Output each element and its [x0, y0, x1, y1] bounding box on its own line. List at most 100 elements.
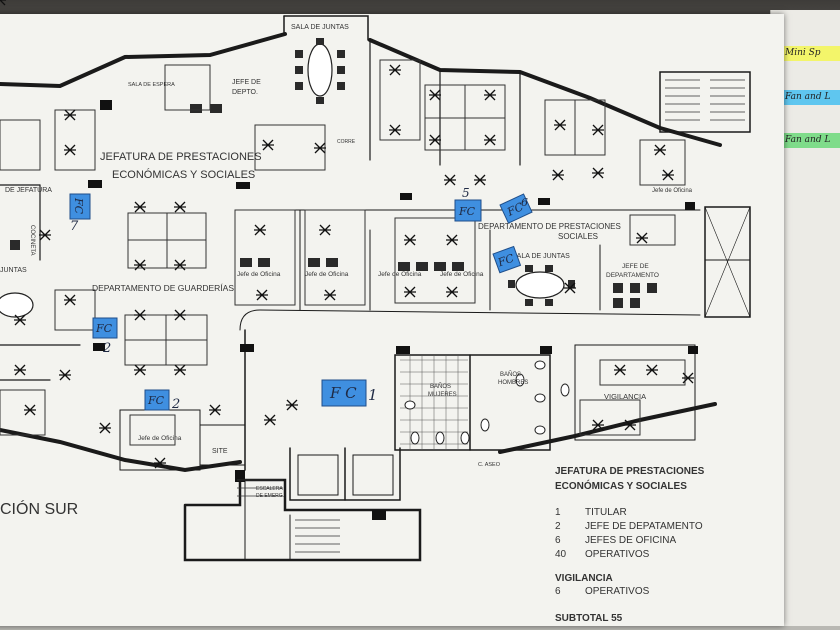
fc-tag-6: FC: [499, 193, 533, 224]
legend-vigilancia-title: VIGILANCIA: [555, 573, 613, 584]
chair-symbol: [134, 201, 146, 213]
workstations: [0, 59, 686, 446]
label-banos-hombres-1: BAÑOS: [500, 371, 521, 378]
chair-symbol: [174, 259, 186, 271]
svg-text:FC: FC: [495, 251, 516, 269]
label-main-area-2: ECONÓMICAS Y SOCIALES: [112, 168, 255, 181]
chair-symbol: [262, 139, 274, 151]
floor-plan-sheet: [0, 14, 784, 626]
label-sala-juntas-top: SALA DE JUNTAS: [291, 24, 349, 31]
chair-symbol: [14, 364, 26, 376]
label-escalera-2: DE EMERG.: [256, 493, 284, 499]
label-jefe-oficina-3: Jefe de Oficina: [378, 271, 422, 278]
fc-tags: FC 7 FC 2 FC 2 F C 1 FC 5: [69, 186, 533, 412]
chair-symbol: [314, 142, 326, 154]
chair-symbol: [64, 109, 76, 121]
legend-row-num-2: 2: [555, 521, 561, 532]
legend-row-text-4: OPERATIVOS: [585, 549, 650, 560]
columns: [88, 100, 698, 520]
chair-symbol: [134, 364, 146, 376]
chair-symbol: [554, 119, 566, 131]
chair-symbol: [389, 124, 401, 136]
label-vigilancia-room: VIGILANCIA: [604, 392, 646, 401]
chair-symbol: [624, 419, 636, 431]
fc-number-3: 2: [102, 341, 111, 356]
legend-title-1: JEFATURA DE PRESTACIONES: [555, 466, 705, 477]
svg-text:FC: FC: [458, 205, 476, 218]
chair-symbol: [404, 286, 416, 298]
fc-tag-sala: FC: [492, 245, 522, 274]
chair-symbol: [446, 286, 458, 298]
chair-symbol: [154, 457, 166, 469]
legend-row-num-3: 6: [555, 535, 561, 546]
chair-symbol: [264, 414, 276, 426]
label-banos-hombres-2: HOMBRES: [498, 380, 528, 386]
chair-symbol: [134, 309, 146, 321]
chair-symbol: [324, 289, 336, 301]
fc-tag-1: F C: [321, 379, 367, 407]
chair-symbol: [484, 89, 496, 101]
chair-symbol: [319, 224, 331, 236]
label-site: SITE: [212, 448, 228, 455]
label-jefe-oficina-1: Jefe de Oficina: [237, 271, 281, 278]
label-aseo: C. ASEO: [478, 462, 501, 468]
legend-subtotal: SUBTOTAL 55: [555, 613, 623, 624]
chair-symbol: [592, 167, 604, 179]
legend-row-num-1: 1: [555, 507, 561, 518]
fc-number-5: 5: [462, 186, 470, 200]
label-jefe-departamento-2: DEPARTAMENTO: [606, 272, 659, 279]
label-jefe-depto-2: DEPTO.: [232, 89, 258, 96]
label-jefe-oficina-5: Jefe de Oficina: [652, 188, 693, 194]
chair-symbol: [636, 232, 648, 244]
chair-symbol: [39, 229, 51, 241]
sheet-title-fragment: CIÓN SUR: [0, 499, 78, 518]
label-cocineta: COCINETA: [29, 225, 35, 256]
label-jefatura-left: DE JEFATURA: [5, 187, 52, 194]
label-prest-sociales-1: DEPARTAMENTO DE PRESTACIONES: [478, 222, 621, 231]
label-juntas-left: JUNTAS: [0, 267, 27, 274]
label-jefe-depto-1: JEFE DE: [232, 79, 261, 86]
label-main-area-1: JEFATURA DE PRESTACIONES: [100, 151, 262, 163]
chair-symbol: [429, 134, 441, 146]
chair-symbol: [592, 124, 604, 136]
chair-symbol: [429, 89, 441, 101]
legend-row-text-1: TITULAR: [585, 507, 627, 518]
legend-row-text-3: JEFES DE OFICINA: [585, 535, 676, 546]
chair-symbol: [254, 224, 266, 236]
fc-number-7: 7: [70, 219, 79, 234]
fc-tag-7: FC: [69, 193, 91, 220]
chair-symbol: [14, 314, 26, 326]
chair-symbol: [174, 201, 186, 213]
fc-number-2: 2: [171, 397, 180, 412]
legend-vigilancia-text: OPERATIVOS: [585, 586, 650, 597]
chair-symbol: [646, 364, 658, 376]
chair-symbol: [654, 144, 666, 156]
chair-symbol: [662, 169, 674, 181]
side-note-yellow: Mini Sp: [781, 46, 840, 61]
fc-number-1: 1: [368, 386, 378, 404]
label-banos-mujeres-1: BAÑOS: [430, 383, 451, 390]
side-note-green: Fan and L: [781, 133, 840, 148]
chair-symbol: [99, 422, 111, 434]
chair-symbol: [59, 369, 71, 381]
chair-symbol: [474, 174, 486, 186]
legend-row-text-2: JEFE DE DEPATAMENTO: [585, 521, 703, 532]
label-banos-mujeres-2: MUJERES: [428, 392, 457, 398]
svg-text:FC: FC: [147, 394, 165, 407]
chair-symbol: [552, 169, 564, 181]
legend-row-num-4: 40: [555, 549, 567, 560]
legend: JEFATURA DE PRESTACIONES ECONÓMICAS Y SO…: [555, 466, 705, 624]
svg-text:F C: F C: [329, 384, 357, 402]
chair-symbol: [209, 404, 221, 416]
svg-text:FC: FC: [72, 197, 85, 215]
chair-symbol: [256, 289, 268, 301]
label-escalera-1: ESCALERA: [256, 486, 283, 492]
label-sala-juntas-mid: SALA DE JUNTAS: [512, 253, 570, 260]
chair-symbol: [286, 399, 298, 411]
fc-number-6: 6: [521, 196, 528, 209]
label-guarderias: DEPARTAMENTO DE GUARDERÍAS: [92, 283, 234, 293]
label-corre: CORRE: [337, 139, 356, 145]
legend-title-2: ECONÓMICAS Y SOCIALES: [555, 479, 687, 492]
